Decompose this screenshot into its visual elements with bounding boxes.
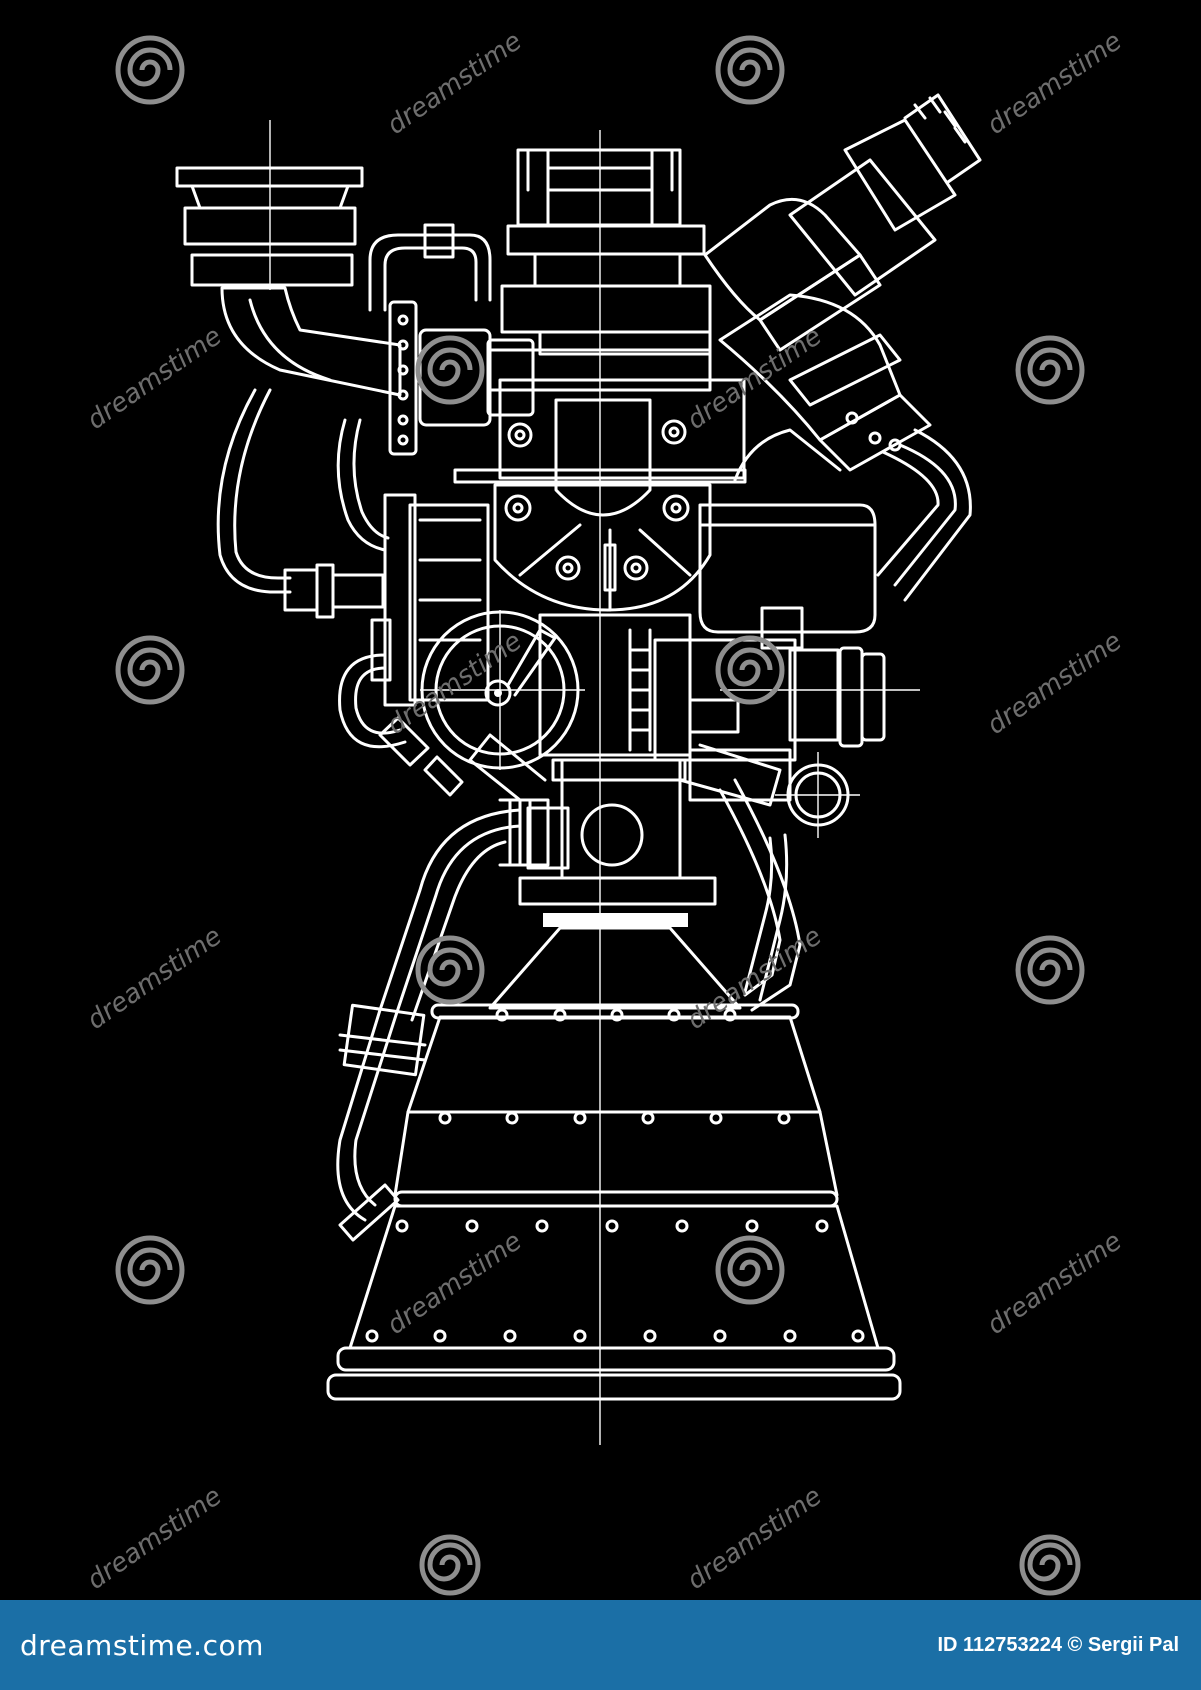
spiral-icon <box>715 635 785 705</box>
pump-housing-upper <box>498 378 746 480</box>
drawing-svg: dreamstime dreamstime dreamstime dreamst… <box>82 26 1128 1595</box>
top-flange <box>506 224 706 256</box>
spiral-icon <box>1015 335 1085 405</box>
pump-ladder <box>628 628 652 752</box>
rivets-row-3 <box>395 1219 829 1233</box>
right-feed-pipe <box>718 778 802 1012</box>
nozzle-upper-section <box>488 926 742 1010</box>
nozzle-exit-ring-1 <box>336 1346 896 1372</box>
spiral-icon <box>1019 1534 1081 1596</box>
left-feed-pipe <box>216 388 292 594</box>
watermark-text: dreamstime <box>82 921 228 1035</box>
nozzle-throat-flange <box>518 876 717 906</box>
nozzle-middle-section <box>406 1015 822 1114</box>
left-curve-pipe <box>336 418 387 552</box>
footer-credit: ID 112753224 © Sergii Pal <box>937 1633 1179 1656</box>
chamber-port <box>580 803 644 867</box>
spiral-icon <box>715 35 785 105</box>
chamber-strut-right <box>678 743 782 807</box>
gg-body <box>788 158 937 297</box>
rivets-row-1 <box>495 1008 737 1022</box>
gg-cap <box>903 93 982 184</box>
pump-cap <box>500 284 712 334</box>
watermark-text: dreamstime <box>382 1226 528 1340</box>
gas-generator <box>703 93 982 602</box>
spiral-icon <box>415 935 485 1005</box>
nozzle-exit-ring-2 <box>326 1373 902 1401</box>
turbine-arm <box>506 628 557 697</box>
rivets-row-4 <box>365 1329 865 1343</box>
left-long-pipe <box>336 798 550 1242</box>
top-valve-frame <box>516 148 682 227</box>
footer-brand[interactable]: dreamstime.com <box>20 1628 264 1662</box>
watermark-text: dreamstime <box>982 1226 1128 1340</box>
right-valve-block <box>653 638 797 762</box>
turbopump-assembly <box>370 148 920 838</box>
nozzle-ring-2 <box>393 1190 839 1208</box>
watermark-text: dreamstime <box>382 26 528 140</box>
watermark-text: dreamstime <box>982 626 1128 740</box>
right-tank <box>698 503 877 634</box>
pump-volute <box>493 483 712 612</box>
spiral-icon <box>115 635 185 705</box>
spiral-icon <box>1015 935 1085 1005</box>
pump-inlet-dome <box>554 398 652 517</box>
inlet-elbow-pipe <box>220 286 402 397</box>
gg-duct-upper <box>703 197 862 322</box>
spiral-icon <box>419 1534 481 1596</box>
watermark-text: dreamstime <box>82 1481 228 1595</box>
pump-housing-lower <box>538 613 692 757</box>
spiral-icon <box>115 35 185 105</box>
watermark-text: dreamstime <box>682 321 828 435</box>
lox-inlet <box>175 120 535 797</box>
spiral-icon <box>415 335 485 405</box>
left-gas-generator <box>408 503 490 702</box>
nozzle-lower-section <box>348 1204 880 1350</box>
chamber-block <box>560 758 682 880</box>
footer-bar: dreamstime.com ID 112753224 © Sergii Pal <box>0 1600 1201 1690</box>
combustion-chamber <box>468 733 782 880</box>
nozzle <box>326 130 902 1445</box>
watermark-text: dreamstime <box>82 321 228 435</box>
top-loop-pipe <box>368 233 492 312</box>
manifold-plate <box>388 300 418 456</box>
long-pipe-outer <box>336 808 522 1222</box>
watermarks: dreamstime dreamstime dreamstime dreamst… <box>82 26 1128 1595</box>
gg-side-pipe-1 <box>893 443 957 587</box>
rivets-row-2 <box>438 1111 791 1125</box>
watermark-text: dreamstime <box>982 26 1128 140</box>
nozzle-throat-band <box>543 913 688 927</box>
spiral-icon <box>115 1235 185 1305</box>
chamber-strut-left <box>468 733 547 802</box>
watermark-text: dreamstime <box>682 1481 828 1595</box>
spiral-icon <box>715 1235 785 1305</box>
rocket-engine-drawing: dreamstime dreamstime dreamstime dreamst… <box>81 26 1128 1596</box>
